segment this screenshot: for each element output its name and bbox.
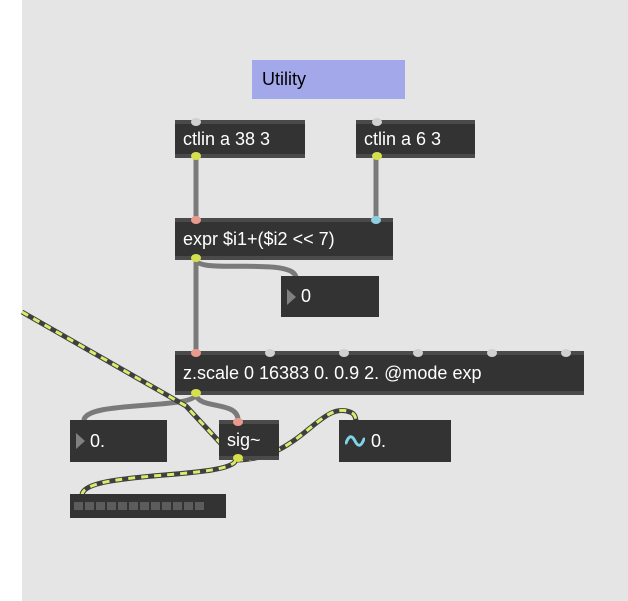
- sig-label: sig~: [227, 429, 261, 450]
- sig-outlet[interactable]: [233, 454, 243, 462]
- meter-segment: [107, 502, 116, 510]
- zscale-inlet-6[interactable]: [561, 349, 571, 357]
- zscale-inlet-3[interactable]: [339, 349, 349, 357]
- zscale-label: z.scale 0 16383 0. 0.9 2. @mode exp: [183, 362, 482, 383]
- meter-segment: [151, 502, 160, 510]
- meter-segment: [85, 502, 94, 510]
- meter-segment: [184, 502, 193, 510]
- meter-segment: [129, 502, 138, 510]
- utility-comment-text: Utility: [262, 69, 306, 89]
- utility-comment[interactable]: Utility: [252, 60, 405, 99]
- expr-number-box[interactable]: 0: [281, 276, 379, 317]
- expr-object[interactable]: expr $i1+($i2 << 7): [175, 216, 393, 262]
- meter-segment: [173, 502, 182, 510]
- signal-wave-icon: [345, 435, 365, 447]
- sig-object[interactable]: sig~: [219, 418, 279, 462]
- zscale-inlet-5[interactable]: [487, 349, 497, 357]
- meter-segment: [162, 502, 171, 510]
- zscale-inlet-4[interactable]: [413, 349, 423, 357]
- ctlin-a-outlet[interactable]: [191, 152, 201, 160]
- ctlin-b-outlet[interactable]: [372, 152, 382, 160]
- ctlin-a-inlet[interactable]: [191, 118, 201, 126]
- ctlin-b-inlet[interactable]: [372, 118, 382, 126]
- ctlin-a-38-label: ctlin a 38 3: [183, 128, 271, 149]
- expr-number-value: 0: [301, 286, 312, 306]
- meter-segment: [118, 502, 127, 510]
- meter-segment: [96, 502, 105, 510]
- zscale-object[interactable]: z.scale 0 16383 0. 0.9 2. @mode exp: [175, 349, 584, 397]
- float-number-value: 0.: [90, 430, 106, 451]
- expr-outlet[interactable]: [191, 254, 201, 262]
- ctlin-a-38-object[interactable]: ctlin a 38 3: [175, 118, 305, 160]
- zscale-outlet[interactable]: [191, 389, 201, 397]
- level-meter[interactable]: [70, 494, 226, 518]
- signal-number-box[interactable]: 0.: [339, 420, 451, 462]
- signal-number-value: 0.: [371, 430, 387, 451]
- meter-segment: [195, 502, 204, 510]
- number-triangle-icon: [76, 433, 85, 449]
- meter-segment: [74, 502, 83, 510]
- ctlin-a-6-object[interactable]: ctlin a 6 3: [356, 118, 475, 160]
- zscale-inlet-2[interactable]: [265, 349, 275, 357]
- number-triangle-icon: [287, 288, 296, 305]
- float-number-box[interactable]: 0.: [70, 420, 167, 462]
- expr-inlet-right[interactable]: [371, 216, 381, 224]
- zscale-inlet-1[interactable]: [191, 349, 201, 357]
- expr-inlet-left[interactable]: [191, 216, 201, 224]
- ctlin-a-6-label: ctlin a 6 3: [364, 128, 442, 149]
- expr-label: expr $i1+($i2 << 7): [183, 228, 335, 249]
- meter-segment: [140, 502, 149, 510]
- sig-inlet[interactable]: [233, 418, 243, 426]
